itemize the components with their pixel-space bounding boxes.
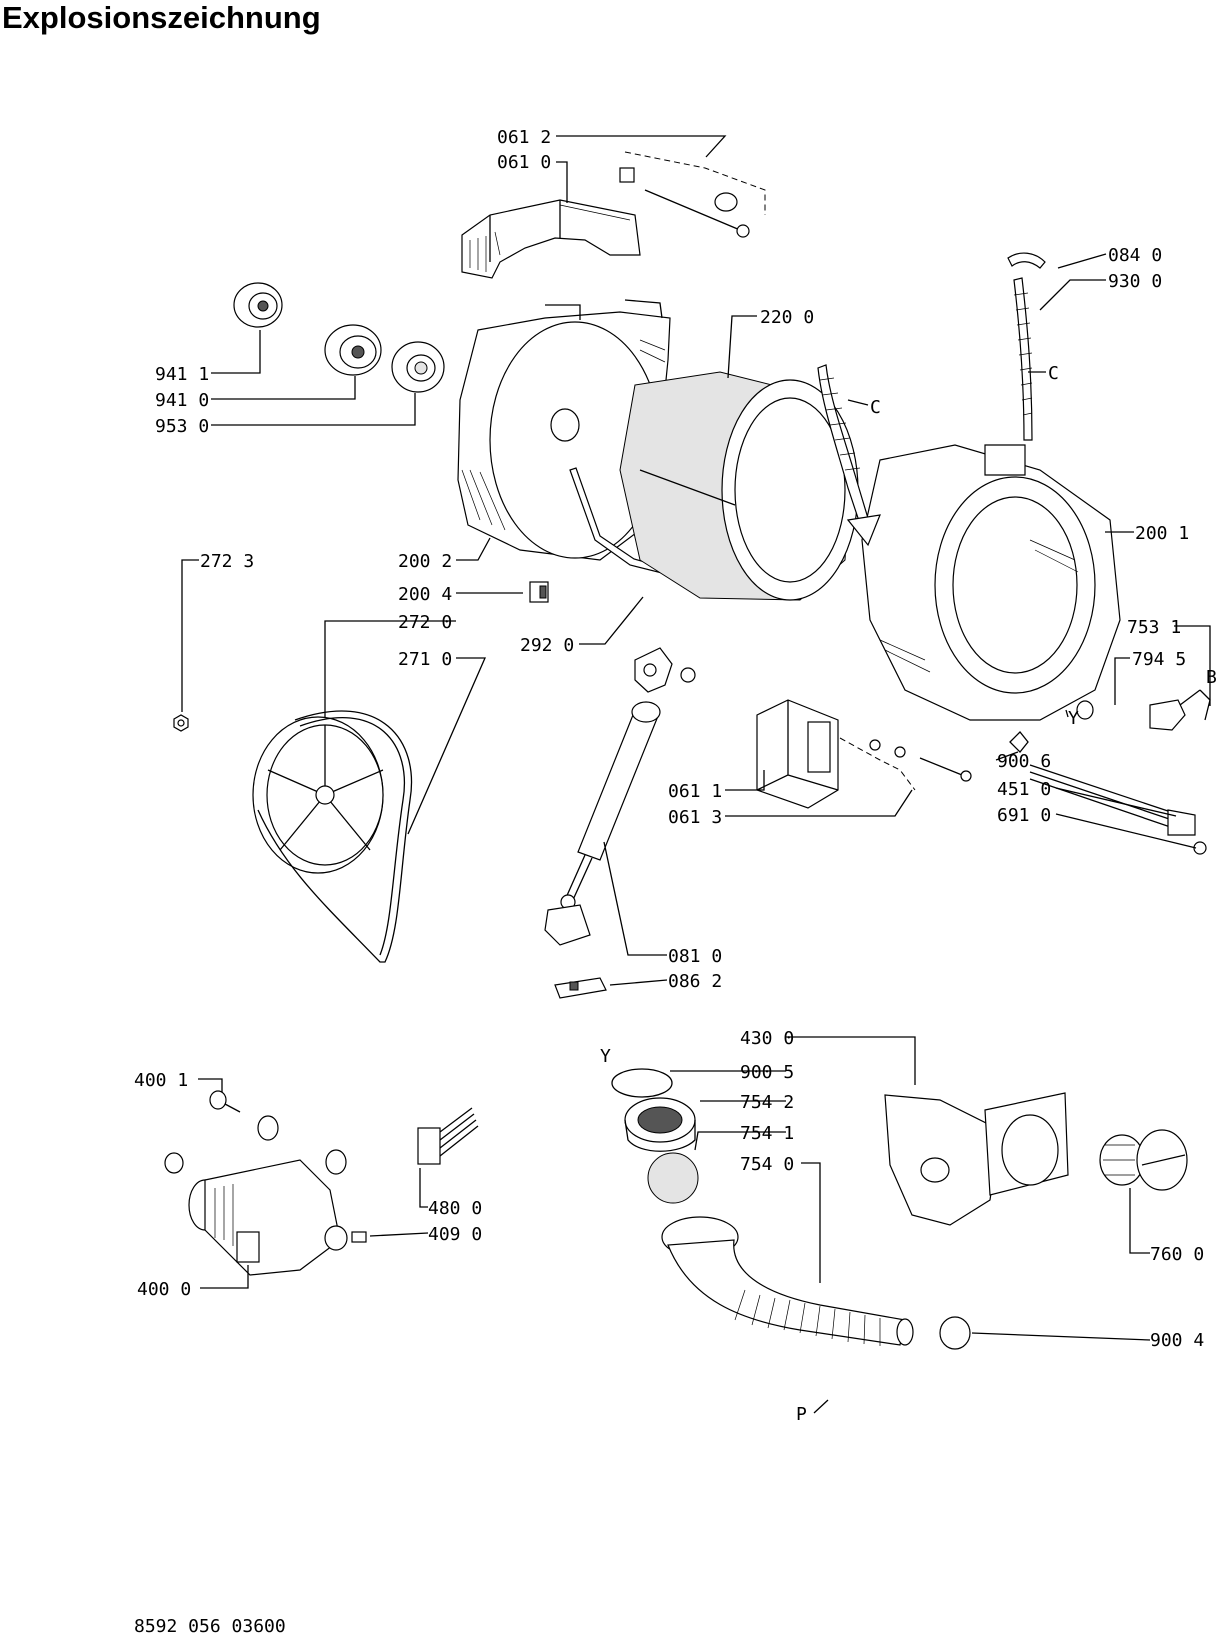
label-y-top: Y — [1068, 708, 1079, 729]
spring-clip-icon — [1009, 731, 1029, 753]
label-480-0: 480 0 — [428, 1198, 482, 1219]
label-061-3: 061 3 — [668, 807, 722, 828]
leader-lines — [181, 135, 1211, 1414]
thermostat-sensor-icon — [1149, 689, 1211, 731]
motor-connector-icon — [417, 1107, 479, 1165]
label-900-5: 900 5 — [740, 1062, 794, 1083]
label-900-6: 900 6 — [997, 751, 1051, 772]
label-220-0: 220 0 — [760, 307, 814, 328]
bearing-941-1-icon — [233, 282, 283, 328]
page-title: Explosionszeichnung — [2, 0, 321, 35]
label-900-4: 900 4 — [1150, 1330, 1204, 1351]
label-y-bottom: Y — [600, 1046, 611, 1067]
label-400-1: 400 1 — [134, 1070, 188, 1091]
motor-brush-icon — [351, 1231, 367, 1243]
belt-icon — [257, 710, 412, 963]
label-941-1: 941 1 — [155, 364, 209, 385]
sump-hose-icon — [661, 1216, 914, 1346]
plug-794-5-icon — [1076, 700, 1094, 720]
label-084-0: 084 0 — [1108, 245, 1162, 266]
label-272-0: 272 0 — [398, 612, 452, 633]
drain-pump-icon — [884, 1092, 1069, 1226]
seal-953-0-icon — [391, 341, 445, 393]
label-754-2: 754 2 — [740, 1092, 794, 1113]
label-754-0: 754 0 — [740, 1154, 794, 1175]
label-272-3: 272 3 — [200, 551, 254, 572]
label-p: P — [796, 1404, 807, 1425]
bearing-941-0-icon — [324, 324, 382, 376]
shock-absorber-icon — [544, 647, 696, 946]
part-labels: 061 2 061 0 084 0 930 0 220 0 C C 941 1 … — [134, 127, 1217, 1635]
label-086-2: 086 2 — [668, 971, 722, 992]
label-953-0: 953 0 — [155, 416, 209, 437]
hose-c-right-icon — [1007, 252, 1046, 441]
label-292-0: 292 0 — [520, 635, 574, 656]
front-tub-icon — [861, 444, 1121, 721]
label-061-1: 061 1 — [668, 781, 722, 802]
drain-filter-icon — [1099, 1129, 1188, 1191]
label-930-0: 930 0 — [1108, 271, 1162, 292]
seal-754-2-icon — [624, 1097, 696, 1152]
clamp-900-5-icon — [611, 1068, 673, 1098]
label-271-0: 271 0 — [398, 649, 452, 670]
label-760-0: 760 0 — [1150, 1244, 1204, 1265]
label-c-right: C — [1048, 363, 1059, 384]
label-941-0: 941 0 — [155, 390, 209, 411]
label-451-0: 451 0 — [997, 779, 1051, 800]
label-c-left: C — [870, 397, 881, 418]
pulley-icon — [252, 716, 384, 874]
heater-icon — [1029, 764, 1196, 836]
ball-754-1-icon — [647, 1152, 699, 1204]
label-691-0: 691 0 — [997, 805, 1051, 826]
clip-icon — [529, 581, 549, 603]
absorber-pin-icon — [554, 977, 607, 999]
label-430-0: 430 0 — [740, 1028, 794, 1049]
hose-clamp-icon — [939, 1316, 971, 1350]
counterweight-screw-icon — [619, 151, 766, 238]
label-081-0: 081 0 — [668, 946, 722, 967]
label-061-2: 061 2 — [497, 127, 551, 148]
label-200-2: 200 2 — [398, 551, 452, 572]
label-754-1: 754 1 — [740, 1123, 794, 1144]
label-400-0: 400 0 — [137, 1279, 191, 1300]
counterweight-top-icon — [461, 199, 641, 279]
hose-c-left-icon — [817, 364, 881, 547]
rear-tub-icon — [457, 299, 691, 581]
motor-bolt-icon — [209, 1090, 241, 1113]
label-753-1: 753 1 — [1127, 617, 1181, 638]
label-409-0: 409 0 — [428, 1224, 482, 1245]
label-794-5: 794 5 — [1132, 649, 1186, 670]
nut-icon — [173, 714, 189, 732]
drum-icon — [619, 371, 859, 601]
document-number: 8592 056 03600 — [134, 1616, 286, 1635]
label-b: B — [1206, 667, 1217, 688]
motor-icon — [164, 1115, 348, 1276]
counterweight-block-icon — [756, 699, 972, 809]
label-061-0: 061 0 — [497, 152, 551, 173]
label-200-1: 200 1 — [1135, 523, 1189, 544]
label-200-4: 200 4 — [398, 584, 452, 605]
